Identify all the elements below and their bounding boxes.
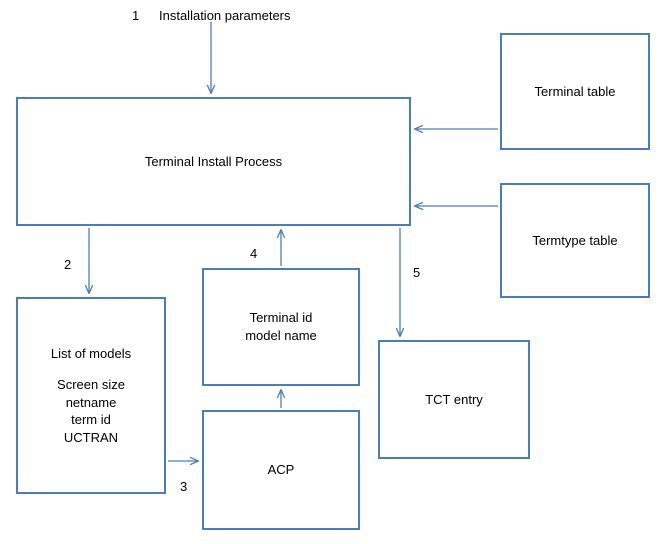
node-label: model name [245,328,317,343]
node-label: UCTRAN [63,429,119,445]
node-acp[interactable]: ACP [202,410,360,530]
number-2: 2 [64,257,72,272]
node-label: Terminal id [249,310,313,326]
node-terminal-table[interactable]: Terminal table [500,33,650,150]
number-4: 4 [250,246,258,261]
node-label: Terminal Install Process [144,153,283,169]
number-5: 5 [413,265,421,280]
node-label: Termtype table [532,232,618,248]
node-label: List of models [50,345,132,361]
node-label: netname [65,394,117,410]
node-terminal-install-process[interactable]: Terminal Install Process [16,97,411,226]
node-label: Screen size [57,377,125,393]
node-list-of-models[interactable]: List of models Screen size netname term … [16,297,166,494]
node-tct-entry[interactable]: TCT entry [378,340,530,459]
node-terminal-id-model-name[interactable]: Terminal id model name [202,268,360,386]
node-label: TCT entry [425,391,483,407]
number-3: 3 [180,479,188,494]
node-label: term id [71,412,111,428]
node-termtype-table[interactable]: Termtype table [500,183,650,298]
number-1: 1 [132,8,140,23]
node-label: Terminal table [534,83,616,99]
installation-parameters-label: Installation parameters [159,8,291,23]
node-label: ACP [267,462,295,478]
